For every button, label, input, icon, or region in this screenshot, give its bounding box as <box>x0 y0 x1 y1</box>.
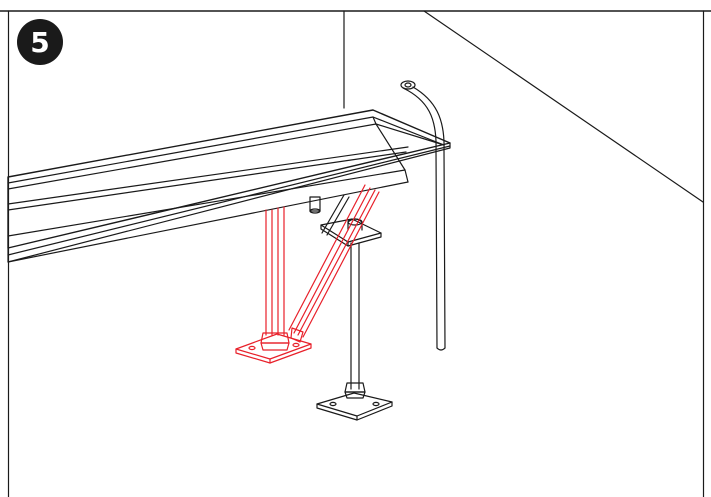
drain-channel <box>7 109 451 263</box>
ceiling-diagonal <box>423 10 704 203</box>
pipe <box>400 80 446 351</box>
highlighted-support-leg <box>235 184 380 364</box>
step-number-badge: 5 <box>17 19 63 65</box>
support-leg <box>316 194 393 421</box>
channel-connector <box>309 196 321 214</box>
step-number: 5 <box>30 25 50 59</box>
